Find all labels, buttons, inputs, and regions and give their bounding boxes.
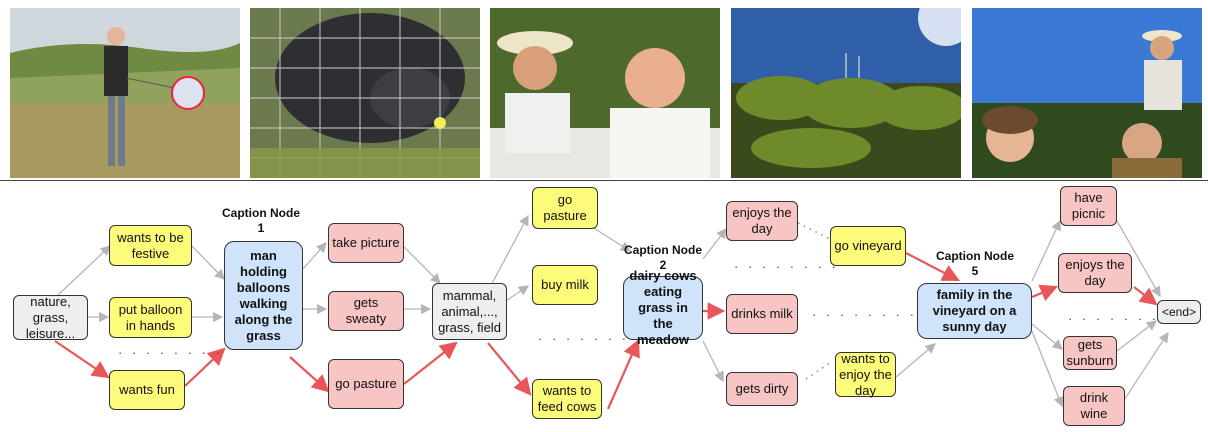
- node-end: <end>: [1157, 300, 1201, 324]
- node-have-picnic: have picnic: [1060, 186, 1117, 226]
- ellipsis-dots: · · · · · · · ·: [734, 259, 839, 274]
- edge-highlighted: [403, 341, 458, 385]
- node-drinks-milk: drinks milk: [726, 294, 798, 334]
- photo-two-men: [490, 8, 720, 178]
- photo-pig-fence: [250, 8, 480, 178]
- edge-highlighted: [54, 340, 110, 379]
- node-feed-cows: wants to feed cows: [532, 379, 602, 419]
- edge-highlighted: [1031, 284, 1059, 302]
- node-gets-sweaty: gets sweaty: [328, 291, 404, 331]
- node-concept-keywords: mammal, animal,..., grass, field: [432, 283, 507, 340]
- edge-highlighted: [606, 338, 640, 410]
- photo-people-field: [972, 8, 1202, 178]
- edge: [702, 340, 724, 383]
- edge-highlighted: [487, 342, 532, 396]
- ellipsis-dots: · · · · · · · ·: [538, 331, 643, 346]
- ellipsis-dots: · · · · · · · ·: [1068, 311, 1173, 326]
- node-take-picture: take picture: [328, 223, 404, 263]
- caption-node-2: dairy cows eating grass in the meadow: [623, 268, 703, 347]
- edge-highlighted: [905, 252, 960, 282]
- edge: [1031, 330, 1064, 408]
- node-enjoys-day-3: enjoys the day: [1058, 253, 1132, 293]
- node-gets-dirty: gets dirty: [726, 372, 798, 406]
- edge: [487, 214, 529, 292]
- edge: [403, 246, 441, 284]
- photo-strip: [0, 0, 1208, 180]
- edge: [1031, 323, 1063, 350]
- node-put-balloon: put balloon in hands: [109, 297, 192, 338]
- edge-dotted: [805, 360, 834, 380]
- node-sunburn: gets sunburn: [1063, 336, 1117, 370]
- node-wants-festive: wants to be festive: [109, 225, 192, 266]
- caption-node-5: family in the vineyard on a sunny day: [917, 283, 1032, 339]
- edge: [1116, 220, 1161, 298]
- edge: [702, 227, 727, 260]
- node-enjoy-day-2: wants to enjoy the day: [835, 351, 896, 398]
- node-go-pasture-1: go pasture: [328, 359, 404, 409]
- edge-highlighted: [184, 347, 226, 387]
- ellipsis-dots: · · · · · · · ·: [118, 345, 223, 360]
- edge-highlighted: [1133, 286, 1158, 306]
- section-divider: [0, 180, 1208, 181]
- edge: [895, 343, 936, 378]
- edge: [57, 245, 111, 296]
- photo-person-balloon: [10, 8, 240, 178]
- node-go-pasture-2: go pasture: [532, 187, 598, 229]
- edge-layer: [54, 214, 1169, 412]
- node-wants-fun: wants fun: [109, 370, 185, 410]
- commonsense-graph-diagram: nature, grass, leisure... wants to be fe…: [0, 181, 1208, 432]
- edge: [1031, 219, 1061, 282]
- node-enjoys-day-1: enjoys the day: [726, 201, 798, 241]
- caption-node-1-label: Caption Node 1: [222, 206, 300, 235]
- edge: [1116, 320, 1158, 352]
- caption-node-2-label: Caption Node 2: [624, 243, 702, 272]
- node-context-keywords: nature, grass, leisure...: [13, 294, 88, 341]
- edge-dotted: [797, 222, 831, 240]
- node-buy-milk: buy milk: [532, 265, 598, 305]
- edge: [1116, 331, 1169, 412]
- edge-highlighted: [289, 356, 330, 393]
- caption-node-1: man holding balloons walking along the g…: [224, 241, 303, 350]
- edge: [191, 245, 225, 280]
- caption-node-5-label: Caption Node 5: [936, 249, 1014, 278]
- edge: [302, 242, 327, 270]
- photo-vineyard: [731, 8, 961, 178]
- node-go-vineyard: go vineyard: [830, 226, 906, 266]
- node-drink-wine: drink wine: [1063, 386, 1125, 426]
